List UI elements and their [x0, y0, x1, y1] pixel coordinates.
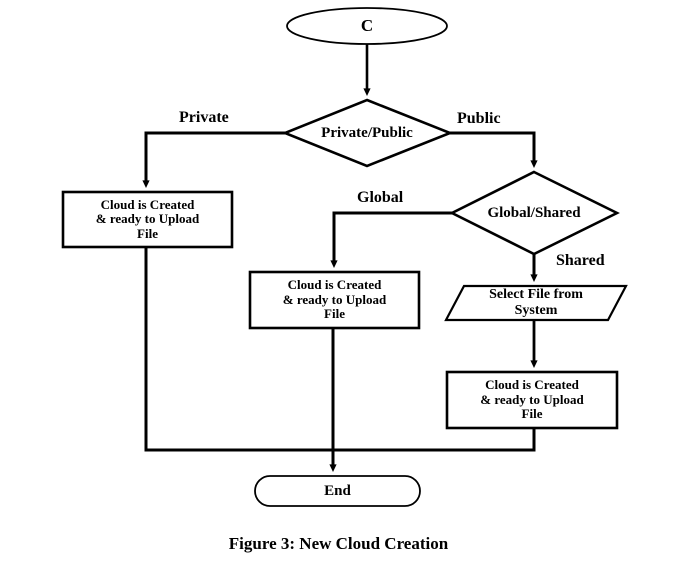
figure-caption: Figure 3: New Cloud Creation [228, 534, 449, 553]
edge-privacy-to-scope [450, 131, 538, 169]
edge-label-global: Global [357, 189, 404, 206]
edge-private-box-to-end [144, 247, 333, 452]
edge-scope-to-global-box [330, 211, 452, 269]
shared-cloud-box-shape [445, 370, 619, 430]
select-file-parallelogram-shape [444, 284, 628, 322]
end-terminator-shape [254, 475, 421, 507]
edge-label-public: Public [457, 110, 501, 127]
private-cloud-box-shape [61, 190, 234, 249]
global-cloud-box-shape [248, 270, 421, 330]
edge-shared-box-to-end [333, 428, 536, 452]
edge-privacy-to-private-box [142, 131, 285, 189]
edge-label-shared: Shared [556, 252, 605, 269]
scope-decision-shape [449, 170, 620, 256]
start-terminator-shape [286, 7, 448, 45]
edge-label-private: Private [179, 109, 229, 126]
privacy-decision-shape [281, 98, 454, 168]
